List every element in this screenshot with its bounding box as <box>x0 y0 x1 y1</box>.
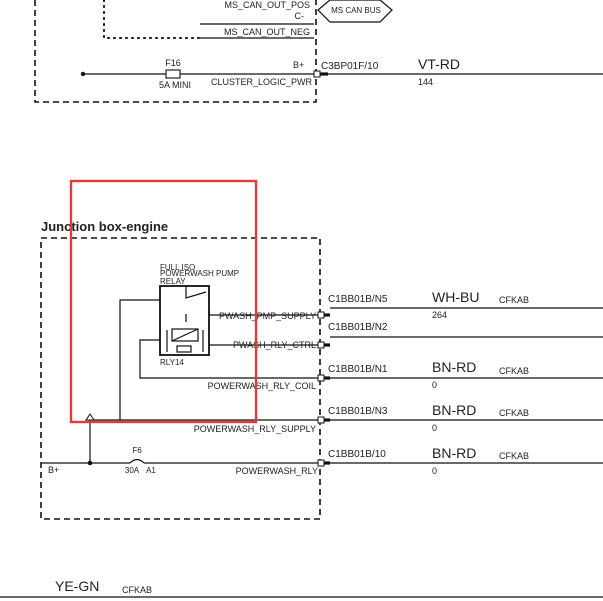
connector-pin-icon <box>313 70 321 78</box>
bottom-wire-group: YE-GN CFKAB <box>0 578 603 598</box>
bottom-harness: CFKAB <box>122 585 152 595</box>
bottom-wire-color: YE-GN <box>55 578 99 594</box>
top-wire-color: VT-RD <box>418 56 460 72</box>
relay-resistor-icon <box>176 345 192 353</box>
harness-cfkab: CFKAB <box>499 408 529 418</box>
wire-code-0: 0 <box>432 380 437 390</box>
pin-n2: PWASH_RLY_CTRL C1BB01B/N2 <box>233 322 603 350</box>
signal-powerwash-rly-coil: POWERWASH_RLY_COIL <box>208 381 316 391</box>
top-wire-code: 144 <box>418 77 433 87</box>
relay-body <box>159 285 210 356</box>
junction-box-title: Junction box-engine <box>41 219 168 234</box>
wire-color-bn-rd: BN-RD <box>432 445 476 461</box>
relay-line-3: RELAY <box>160 277 186 286</box>
signal-pwash-pmp-supply: PWASH_PMP_SUPPLY <box>219 311 316 321</box>
connector-pin-icon <box>317 341 325 349</box>
top-module-outline <box>34 0 317 103</box>
relay-switch-contact-icon <box>185 286 207 299</box>
top-module: MS_CAN_OUT_POS C- MS_CAN_OUT_NEG MS CAN … <box>34 0 603 103</box>
connector-c1bb01b-n3: C1BB01B/N3 <box>328 406 388 417</box>
pin-n3: POWERWASH_RLY_SUPPLY C1BB01B/N3 BN-RD 0 … <box>194 402 603 434</box>
relay-coil-internal-wire <box>139 339 320 379</box>
ms-can-bus-label: MS CAN BUS <box>331 6 381 15</box>
highlight-box <box>69 179 258 424</box>
junction-box-engine: Junction box-engine FULL ISO POWERWASH P… <box>40 219 603 520</box>
connector-c1bb01b-10: C1BB01B/10 <box>328 449 386 460</box>
signal-powerwash-rly-supply: POWERWASH_RLY_SUPPLY <box>194 424 316 434</box>
signal-powerwash-rly: POWERWASH_RLY <box>236 466 318 476</box>
fuse-f16-icon <box>165 69 181 79</box>
fuse-f16-rating: 5A MINI <box>159 80 191 90</box>
pin-n5: PWASH_PMP_SUPPLY C1BB01B/N5 WH-BU 264 CF… <box>219 289 603 321</box>
signal-ms-can-out-pos: MS_CAN_OUT_POS <box>224 0 310 10</box>
ms-can-bus-connector-icon <box>317 0 393 23</box>
wire-code-0: 0 <box>432 423 437 433</box>
harness-cfkab: CFKAB <box>499 451 529 461</box>
powerwash-pump-relay: FULL ISO POWERWASH PUMP RELAY RLY14 <box>159 263 239 367</box>
splice-arrow-icon <box>85 413 95 421</box>
connector-pin-icon <box>317 459 325 467</box>
fuse-f6-icon <box>129 458 145 464</box>
fuse-f6-pin: A1 <box>146 466 156 475</box>
top-supply-label: B+ <box>293 60 304 70</box>
signal-c-minus: C- <box>295 11 305 21</box>
relay-line-2: POWERWASH PUMP <box>160 269 239 278</box>
wire-code-0: 0 <box>432 466 437 476</box>
connector-c1bb01b-n1: C1BB01B/N1 <box>328 364 388 375</box>
fuse-f6-rating: 30A <box>125 466 140 475</box>
pump-supply-internal-wire <box>208 310 320 316</box>
cluster-logic-pwr-label: CLUSTER_LOGIC_PWR <box>211 77 313 87</box>
relay-ref: RLY14 <box>160 358 184 367</box>
connector-c1bb01b-n5: C1BB01B/N5 <box>328 294 388 305</box>
relay-coil-diagonal <box>171 328 199 342</box>
harness-cfkab: CFKAB <box>499 295 529 305</box>
inner-module-dotted-outline <box>103 0 201 39</box>
wire-color-bn-rd: BN-RD <box>432 402 476 418</box>
relay-supply-feed-wire <box>119 299 160 420</box>
fuse-f6-name: F6 <box>132 446 142 455</box>
wire-code-264: 264 <box>432 310 447 320</box>
pin-10: POWERWASH_RLY C1BB01B/10 BN-RD 0 CFKAB <box>236 445 603 476</box>
wire-color-wh-bu: WH-BU <box>432 289 479 305</box>
connector-pin-icon <box>317 311 325 319</box>
wire-color-bn-rd: BN-RD <box>432 359 476 375</box>
connector-pin-icon <box>317 416 325 424</box>
connector-c1bb01b-n2: C1BB01B/N2 <box>328 322 388 333</box>
signal-ms-can-out-neg: MS_CAN_OUT_NEG <box>224 27 310 37</box>
harness-cfkab: CFKAB <box>499 366 529 376</box>
b-plus-label: B+ <box>48 465 59 475</box>
signal-pwash-rly-ctrl: PWASH_RLY_CTRL <box>233 340 316 350</box>
splice-dot <box>80 71 86 77</box>
top-connector-label: C3BP01F/10 <box>321 61 379 72</box>
relay-coil-icon <box>171 328 199 342</box>
pin-n1: POWERWASH_RLY_COIL C1BB01B/N1 BN-RD 0 CF… <box>208 359 603 391</box>
relay-line-1: FULL ISO <box>160 263 195 272</box>
connector-pin-icon <box>317 374 325 382</box>
fuse-f16-name: F16 <box>165 58 181 68</box>
